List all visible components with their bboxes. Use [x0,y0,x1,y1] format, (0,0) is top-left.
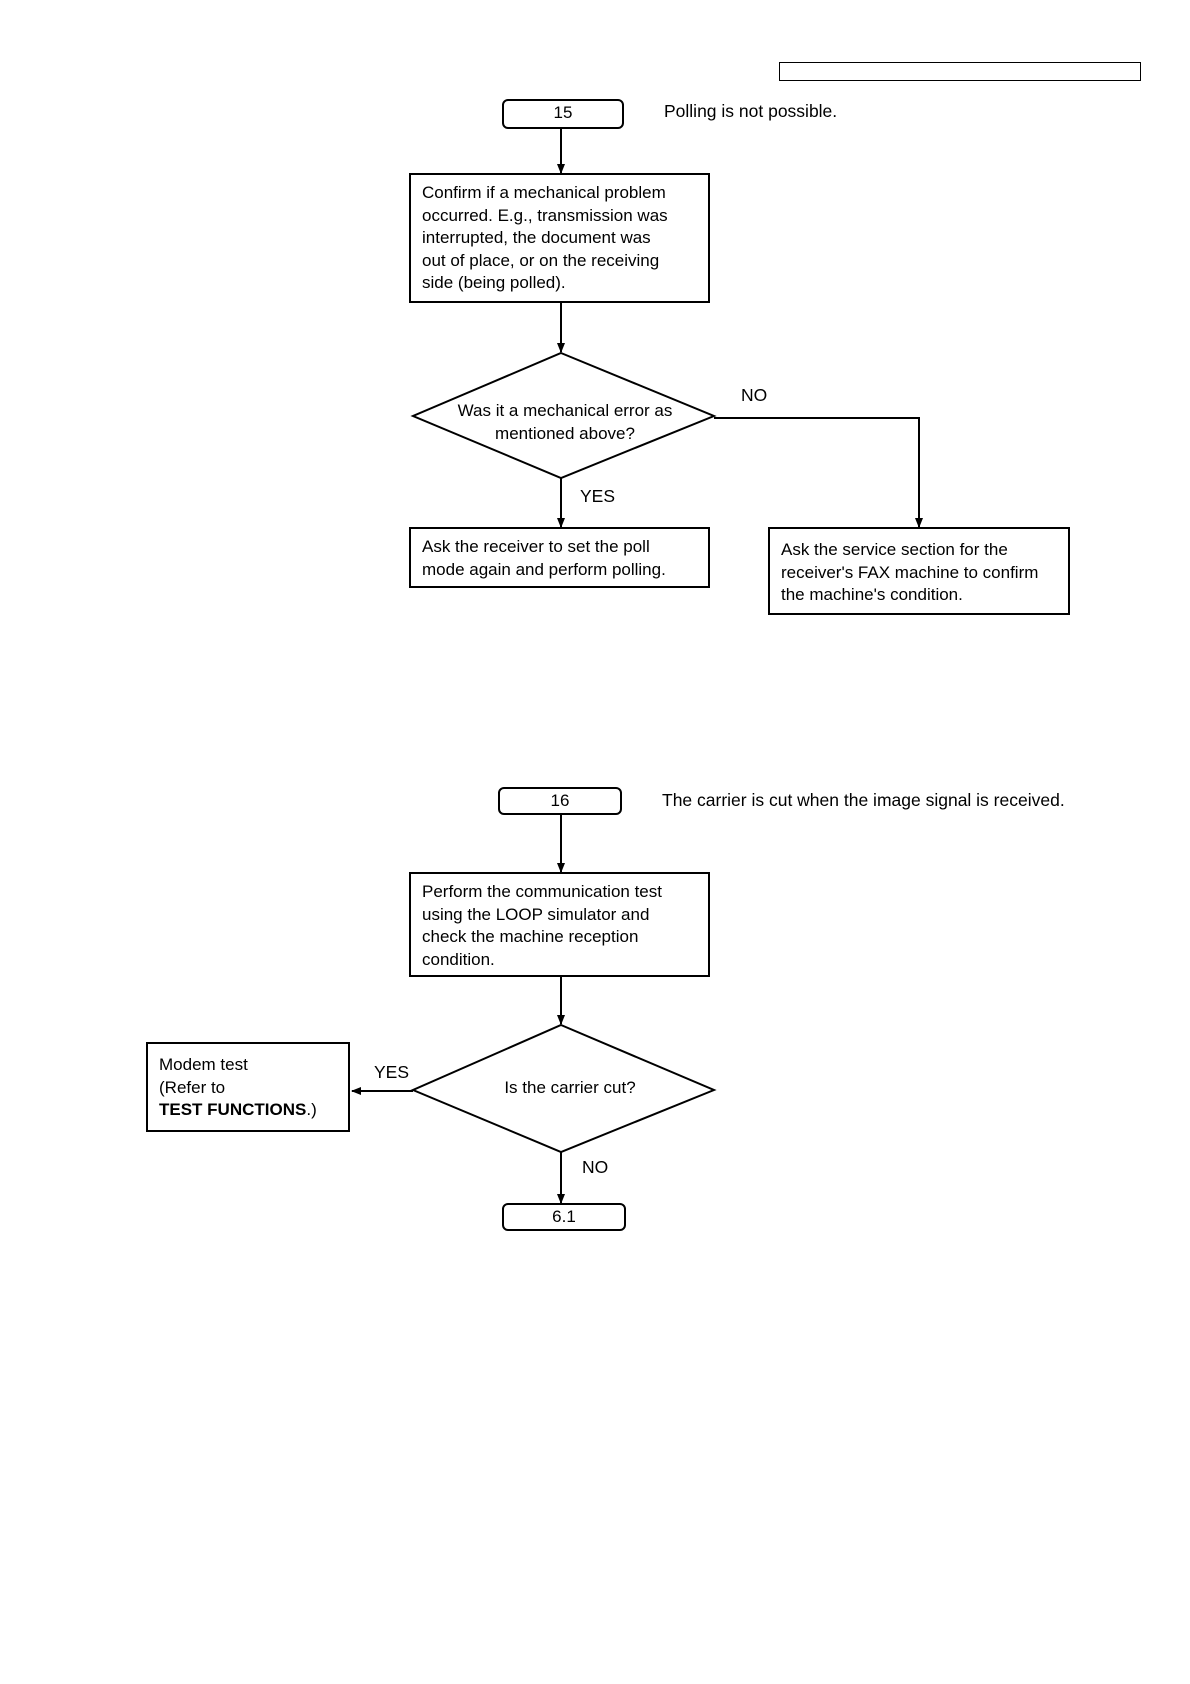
flow16-step-line: check the machine reception [422,927,639,946]
ref-tail: .) [306,1100,317,1119]
flow15-no-action-line: the machine's condition. [781,585,963,604]
flow15-decision-text: Was it a mechanical error as mentioned a… [425,400,705,445]
flow15-no-label: NO [741,385,768,405]
flow15-step-confirm: Confirm if a mechanical problem occurred… [409,173,710,303]
flow15-decision-line: mentioned above? [495,423,635,443]
flow15-no-action-line: receiver's FAX machine to confirm [781,562,1039,582]
test-functions-ref: TEST FUNCTIONS [159,1100,307,1119]
flow15-no-action-line: Ask the service section for the [781,540,1008,559]
flow15-yes-action-line: Ask the receiver to set the poll [422,537,650,556]
flow15-description: Polling is not possible. [664,101,838,121]
end-terminal-6-1: 6.1 [502,1203,626,1231]
flow16-step-line: Perform the communication test [422,882,662,901]
start-terminal-15-label: 15 [553,103,573,122]
flow16-step-line: condition. [422,949,495,969]
flow15-yes-action: Ask the receiver to set the poll mode ag… [409,527,710,588]
flow16-yes-label: YES [374,1062,410,1082]
flow16-yes-action-line: Modem test [159,1055,248,1074]
flow15-step-line: interrupted, the document was [422,228,651,247]
flow16-yes-action: Modem test (Refer to TEST FUNCTIONS.) [146,1042,350,1132]
flow15-step-line: out of place, or on the receiving [422,250,660,270]
flow16-no-label: NO [582,1157,609,1177]
start-terminal-15: 15 [502,99,624,129]
header-box [779,62,1141,81]
flow15-step-line: Confirm if a mechanical problem [422,183,666,202]
flow15-decision-line: Was it a mechanical error as [457,401,673,420]
flow16-step-line: using the LOOP simulator and [422,904,650,924]
flow16-description: The carrier is cut when the image signal… [662,790,1065,810]
start-terminal-16-label: 16 [550,791,570,810]
flow16-step-test: Perform the communication test using the… [409,872,710,977]
flow15-no-action: Ask the service section for the receiver… [768,527,1070,615]
flow15-yes-label: YES [580,486,616,506]
start-terminal-16: 16 [498,787,622,815]
flow16-decision-text: Is the carrier cut? [504,1078,636,1097]
flow16-yes-action-ref: TEST FUNCTIONS.) [159,1099,338,1122]
flow15-step-line: occurred. E.g., transmission was [422,205,668,225]
end-terminal-label: 6.1 [552,1207,576,1226]
flow15-step-line: side (being polled). [422,273,566,292]
flow16-yes-action-line: (Refer to [159,1077,226,1097]
flow15-yes-action-line: mode again and perform polling. [422,559,666,579]
